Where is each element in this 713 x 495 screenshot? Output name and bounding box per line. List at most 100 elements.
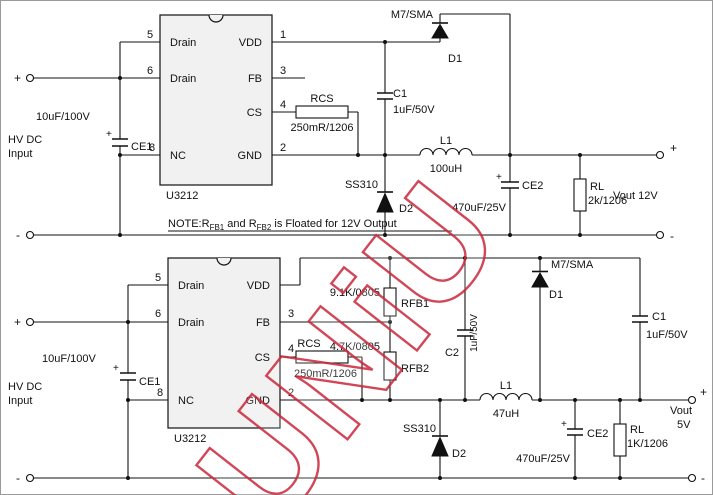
hv-dc-input-label: Input: [8, 148, 32, 160]
d2-value-label: SS310: [345, 179, 378, 191]
l1-inductor: L1 100uH: [430, 135, 462, 175]
output-positive-terminal: [655, 150, 665, 160]
rcs-value-label: 250mR/1206: [294, 368, 357, 380]
c2-capacitor: 1uF/50V C2: [445, 314, 480, 359]
d2-ref-label: D2: [399, 203, 413, 215]
pin-label-cs: CS: [247, 107, 262, 119]
hv-dc-input-label: HV DC: [8, 134, 42, 146]
pin-label-fb: FB: [248, 73, 262, 85]
ce2-capacitor: + CE2 470uF/25V: [452, 172, 543, 214]
ce1-capacitor: + CE1 10uF/100V: [42, 353, 160, 388]
vout-label: Vout 12V: [613, 190, 658, 202]
pin-label-nc: NC: [178, 395, 194, 407]
c1-ref-label: C1: [393, 88, 407, 100]
pin-number: 3: [288, 308, 294, 320]
input-negative-terminal: [25, 473, 35, 483]
top-circuit-12v: 5 6 8 1 3 4 2 Drain Drain NC VDD FB CS G…: [8, 9, 677, 243]
rl-ref-label: RL: [630, 424, 644, 436]
pin-label-drain: Drain: [170, 73, 196, 85]
ic-notch: [216, 257, 232, 266]
d1-diode: M7/SMA D1: [391, 9, 462, 65]
input-minus-sign: -: [16, 228, 20, 242]
d1-value-label: M7/SMA: [551, 259, 594, 271]
junction-dots: [118, 40, 582, 237]
pin-label-cs: CS: [255, 352, 270, 364]
input-minus-sign: -: [16, 471, 20, 485]
c2-value-label: 1uF/50V: [469, 314, 480, 352]
pin-number: 6: [155, 308, 161, 320]
rfb2-value-label: 4.7K/0805: [330, 341, 380, 353]
pin-label-nc: NC: [170, 150, 186, 162]
rl-resistor: RL 1K/1206: [613, 423, 668, 457]
rcs-value-label: 250mR/1206: [291, 122, 354, 134]
output-terminals: + - Vout 5V: [670, 385, 707, 485]
output-minus-sign: -: [701, 471, 705, 485]
polarity-plus: +: [561, 419, 567, 430]
c1-value-label: 1uF/50V: [393, 104, 435, 116]
ic-notch: [208, 14, 224, 23]
l1-ref-label: L1: [500, 380, 512, 392]
input-plus-sign: +: [14, 315, 21, 329]
ce1-value-label: 10uF/100V: [42, 353, 96, 365]
l1-ref-label: L1: [440, 135, 452, 147]
c1-capacitor: C1 1uF/50V: [632, 311, 688, 341]
ce2-ref-label: CE2: [587, 428, 608, 440]
pin-label-gnd: GND: [246, 395, 271, 407]
output-terminals: + - Vout 12V: [613, 141, 677, 243]
pin-number: 1: [280, 29, 286, 41]
hv-dc-input-label: Input: [8, 395, 32, 407]
ce2-value-label: 470uF/25V: [452, 202, 506, 214]
ce1-value-label: 10uF/100V: [36, 111, 90, 123]
pin-label-vdd: VDD: [247, 280, 270, 292]
polarity-plus: +: [113, 363, 119, 374]
l1-value-label: 47uH: [493, 408, 519, 420]
ce2-ref-label: CE2: [522, 180, 543, 192]
ic-u3212: 5 6 8 3 4 2 Drain Drain NC VDD FB CS GND…: [155, 257, 294, 445]
pin-number: 2: [280, 142, 286, 154]
d1-ref-label: D1: [549, 289, 563, 301]
ic-ref-label: U3212: [166, 190, 198, 202]
input-positive-terminal: [25, 317, 35, 327]
pin-label-fb: FB: [256, 317, 270, 329]
pin-number: 4: [280, 99, 286, 111]
d2-diode: SS310 D2: [345, 179, 413, 215]
pin-number: 3: [280, 65, 286, 77]
output-plus-sign: +: [700, 385, 707, 399]
pin-number: 5: [155, 272, 161, 284]
output-minus-sign: -: [670, 229, 674, 243]
note: NOTE:RFB1 and RFB2 is Floated for 12V Ou…: [168, 218, 452, 232]
rcs-ref-label: RCS: [297, 338, 320, 350]
bottom-circuit-5v: 5 6 8 3 4 2 Drain Drain NC VDD FB CS GND…: [8, 256, 707, 485]
note-text: NOTE:RFB1 and RFB2 is Floated for 12V Ou…: [168, 218, 397, 232]
junction-dots: [126, 256, 642, 480]
pin-number: 6: [147, 65, 153, 77]
input-plus-sign: +: [14, 71, 21, 85]
output-plus-sign: +: [670, 141, 677, 155]
d1-value-label: M7/SMA: [391, 9, 434, 21]
pin-label-gnd: GND: [238, 150, 263, 162]
d2-diode: SS310 D2: [403, 423, 466, 460]
input-positive-terminal: [25, 73, 35, 83]
d2-ref-label: D2: [452, 448, 466, 460]
c2-ref-label: C2: [445, 347, 459, 359]
pin-number: 2: [288, 387, 294, 399]
rl-value-label: 2k/1206: [588, 195, 627, 207]
rcs-resistor: RCS 250mR/1206: [294, 338, 357, 380]
pin-number: 5: [147, 29, 153, 41]
vout-label: 5V: [677, 419, 691, 431]
l1-value-label: 100uH: [430, 163, 462, 175]
l1-inductor: L1 47uH: [493, 380, 519, 420]
input-negative-terminal: [25, 230, 35, 240]
rfb2-ref-label: RFB2: [401, 363, 429, 375]
polarity-plus: +: [106, 129, 112, 140]
rl-resistor: RL 2k/1206: [573, 178, 627, 212]
ce1-ref-label: CE1: [139, 376, 160, 388]
rl-ref-label: RL: [590, 181, 604, 193]
pin-number: 8: [149, 142, 155, 154]
output-negative-terminal: [687, 473, 697, 483]
pin-number: 4: [288, 343, 294, 355]
ce1-ref-label: CE1: [131, 141, 152, 153]
